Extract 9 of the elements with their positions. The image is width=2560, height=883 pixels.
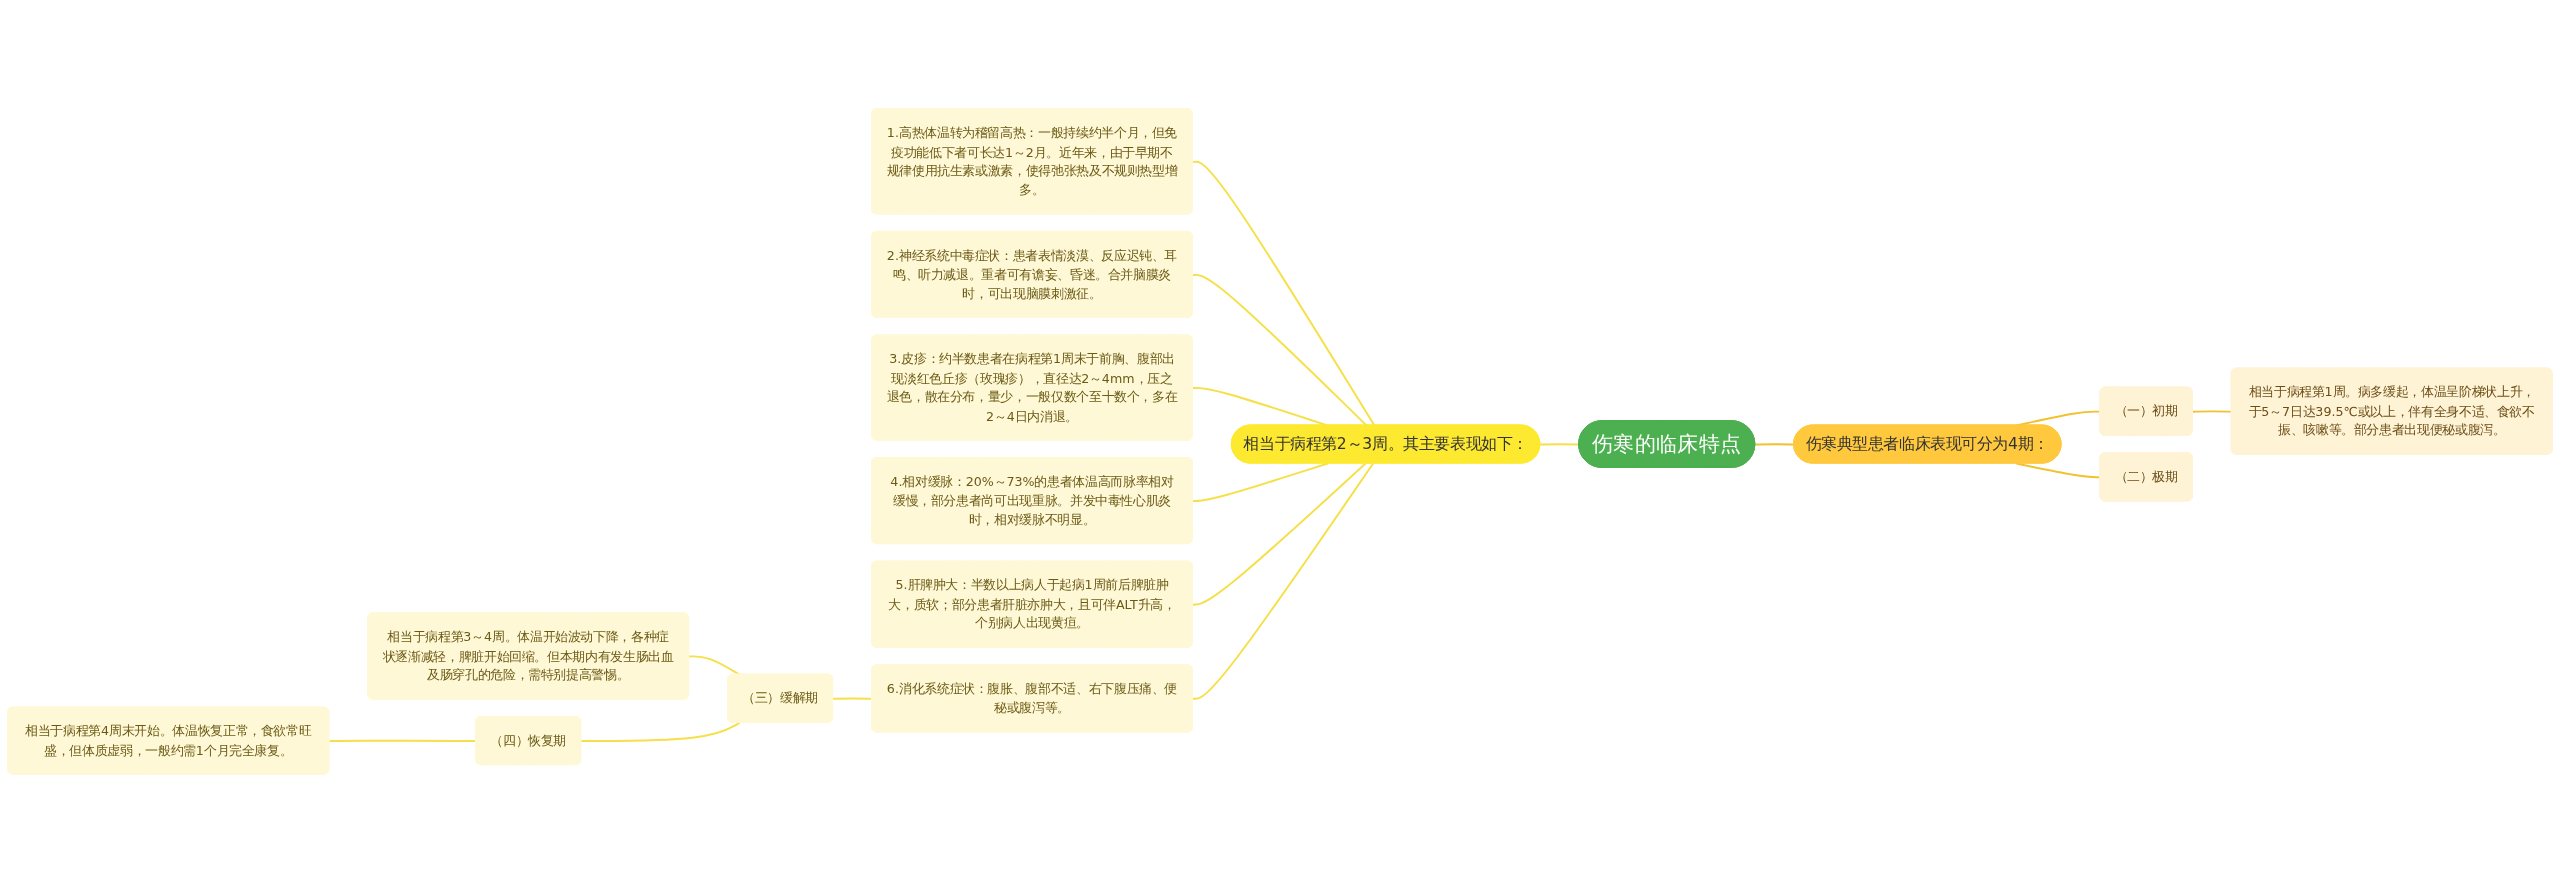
connector bbox=[2191, 410, 2233, 413]
connector bbox=[580, 721, 741, 743]
connector bbox=[832, 697, 873, 700]
connector bbox=[1192, 462, 1329, 503]
connector bbox=[1192, 462, 1375, 700]
connector bbox=[1192, 462, 1367, 606]
connector bbox=[1192, 273, 1368, 427]
connector bbox=[1192, 160, 1376, 427]
connector bbox=[688, 655, 741, 676]
